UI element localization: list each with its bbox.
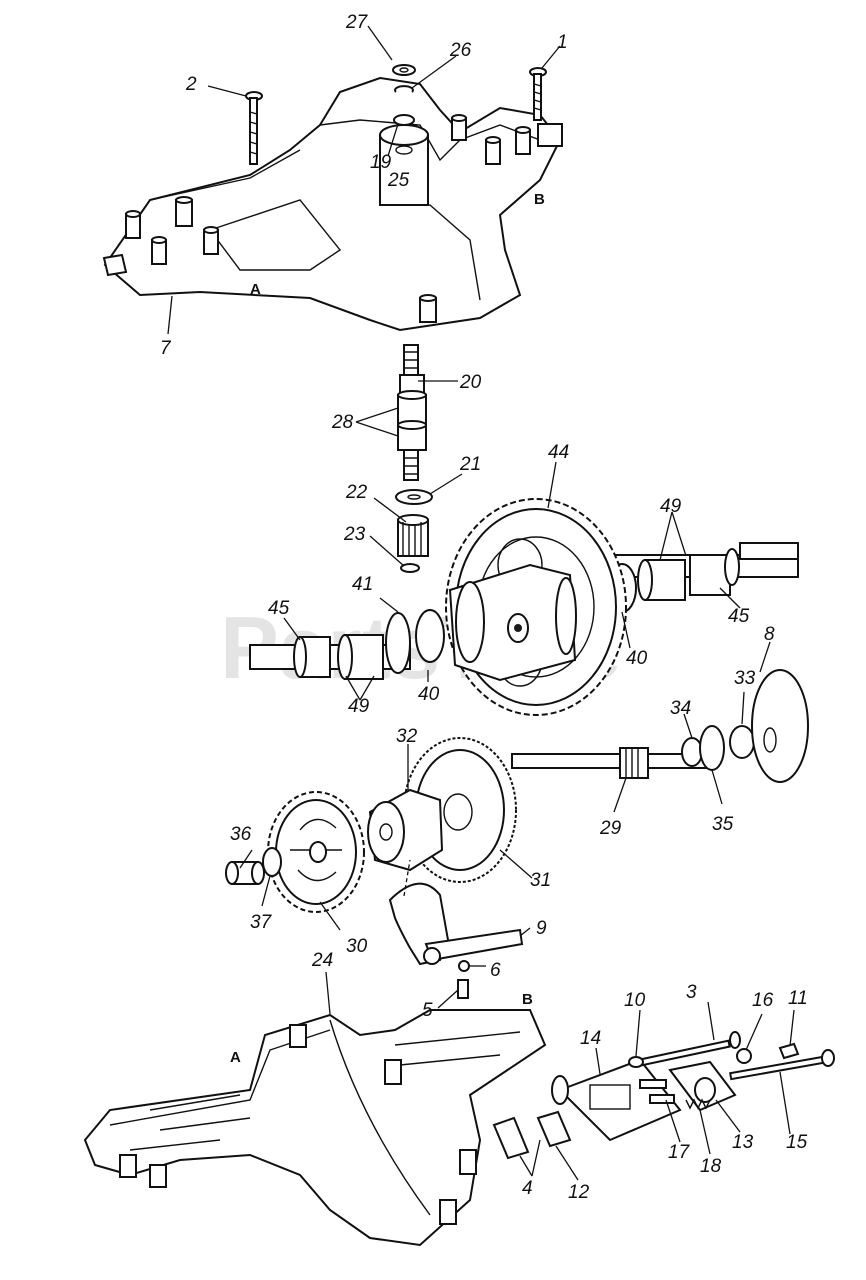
letter-a-upper: A — [250, 281, 261, 298]
retaining-ring-23 — [400, 563, 420, 573]
differential-carrier — [448, 563, 577, 682]
spring-5 — [457, 979, 469, 999]
callout-44: 44 — [548, 442, 569, 463]
brake-disc-8 — [751, 669, 809, 783]
callout-4: 4 — [522, 1178, 533, 1199]
pinion-gear-22 — [397, 514, 429, 557]
nut-11 — [778, 1042, 800, 1060]
callout-18: 18 — [700, 1156, 722, 1177]
washer-19 — [393, 114, 415, 126]
upper-housing — [102, 76, 563, 332]
callout-37: 37 — [250, 912, 273, 933]
brake-pads-4-12 — [492, 1110, 572, 1160]
washer-21 — [395, 489, 433, 505]
callout-26: 26 — [449, 40, 472, 61]
letter-b-upper: B — [534, 191, 545, 208]
washer-16 — [736, 1048, 752, 1064]
callout-31: 31 — [530, 870, 551, 891]
callout-11: 11 — [788, 988, 808, 1009]
callout-27: 27 — [345, 12, 369, 33]
callout-40-left: 40 — [418, 684, 440, 705]
callout-8: 8 — [764, 624, 775, 645]
spring-18 — [685, 1098, 711, 1110]
callout-20: 20 — [459, 372, 482, 393]
input-shaft — [397, 344, 427, 481]
callout-3: 3 — [686, 982, 697, 1003]
callout-34: 34 — [670, 698, 691, 719]
callout-45-left: 45 — [268, 598, 290, 619]
callout-5: 5 — [422, 1000, 433, 1021]
actuating-lever-13 — [668, 1060, 737, 1112]
callout-16: 16 — [752, 990, 774, 1011]
callout-33: 33 — [734, 668, 756, 689]
callout-30: 30 — [346, 936, 368, 957]
callout-23: 23 — [343, 524, 366, 545]
callout-35: 35 — [712, 814, 734, 835]
bolt-1 — [529, 67, 547, 121]
retaining-ring-26 — [394, 85, 414, 93]
callout-36: 36 — [230, 824, 252, 845]
callout-7: 7 — [160, 338, 172, 359]
callout-21: 21 — [459, 454, 481, 475]
bolt-2 — [245, 91, 263, 165]
washer-37 — [262, 847, 282, 877]
callout-28: 28 — [331, 412, 354, 433]
callout-32: 32 — [396, 726, 418, 747]
letter-a-lower: A — [230, 1049, 241, 1066]
callout-2: 2 — [185, 74, 197, 95]
brake-shaft — [511, 725, 755, 779]
shift-fork-9 — [388, 859, 524, 966]
callout-49-left: 49 — [348, 696, 370, 717]
callout-14: 14 — [580, 1028, 601, 1049]
callout-1: 1 — [557, 32, 568, 53]
washer-10 — [628, 1056, 644, 1068]
callout-41: 41 — [352, 574, 373, 595]
spur-gear-30 — [267, 791, 365, 913]
callout-labels: 27 26 1 2 19 25 7 20 28 21 44 22 49 23 4… — [160, 12, 808, 1203]
callout-25: 25 — [387, 170, 410, 191]
letter-b-lower: B — [522, 991, 533, 1008]
callout-9: 9 — [536, 918, 547, 939]
washer-27 — [392, 64, 416, 76]
lower-housing — [83, 1009, 547, 1247]
callout-22: 22 — [345, 482, 368, 503]
callout-29: 29 — [599, 818, 622, 839]
alignment-letters: A B A B — [230, 191, 545, 1066]
callout-19: 19 — [370, 152, 392, 173]
callout-49-right: 49 — [660, 496, 682, 517]
dowel-pins-17 — [639, 1079, 675, 1104]
shift-collar-32 — [367, 788, 444, 872]
callout-10: 10 — [624, 990, 646, 1011]
leader-lines — [167, 25, 795, 1181]
callout-13: 13 — [732, 1132, 754, 1153]
callout-12: 12 — [568, 1182, 590, 1203]
callout-24: 24 — [311, 950, 333, 971]
callout-40-right: 40 — [626, 648, 648, 669]
callout-15: 15 — [786, 1132, 808, 1153]
bushing-36 — [225, 861, 265, 885]
callout-17: 17 — [668, 1142, 691, 1163]
callout-6: 6 — [490, 960, 501, 981]
ball-6 — [458, 960, 470, 972]
callout-45-right: 45 — [728, 606, 750, 627]
